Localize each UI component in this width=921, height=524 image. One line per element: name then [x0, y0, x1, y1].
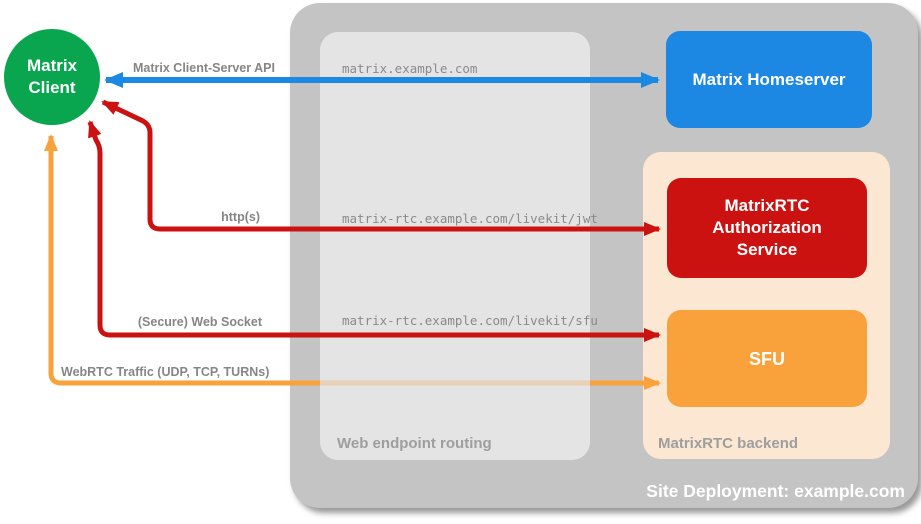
endpoint-matrix-example-com: matrix.example.com: [342, 61, 478, 76]
http-label: http(s): [221, 210, 260, 224]
matrix-homeserver-node: Matrix Homeserver: [666, 31, 872, 128]
matrix-client-label-line2: Client: [28, 78, 76, 97]
matrixrtc-backend-caption: MatrixRTC backend: [658, 435, 799, 452]
sfu-label: SFU: [749, 348, 785, 369]
websocket-label: (Secure) Web Socket: [137, 315, 262, 329]
matrix-homeserver-label: Matrix Homeserver: [692, 69, 846, 89]
endpoint-livekit-jwt: matrix-rtc.example.com/livekit/jwt: [342, 211, 598, 226]
web-endpoint-routing-caption: Web endpoint routing: [337, 435, 492, 452]
matrixrtc-authorization-service-label: MatrixRTC Authorization Service: [712, 196, 822, 259]
site-deployment-caption: Site Deployment: example.com: [646, 481, 905, 501]
matrixrtc-authorization-service-node: MatrixRTC Authorization Service: [667, 178, 867, 278]
sfu-node: SFU: [667, 310, 867, 407]
matrix-client-node: Matrix Client: [4, 29, 100, 125]
webrtc-traffic-label: WebRTC Traffic (UDP, TCP, TURNs): [61, 365, 270, 379]
web-endpoint-routing-box: [320, 32, 590, 460]
endpoint-livekit-sfu: matrix-rtc.example.com/livekit/sfu: [342, 313, 598, 328]
client-server-api-label: Matrix Client-Server API: [133, 61, 275, 75]
webrtc-arrow-client-segment: [44, 134, 320, 386]
matrix-client-label-line1: Matrix: [26, 56, 78, 75]
